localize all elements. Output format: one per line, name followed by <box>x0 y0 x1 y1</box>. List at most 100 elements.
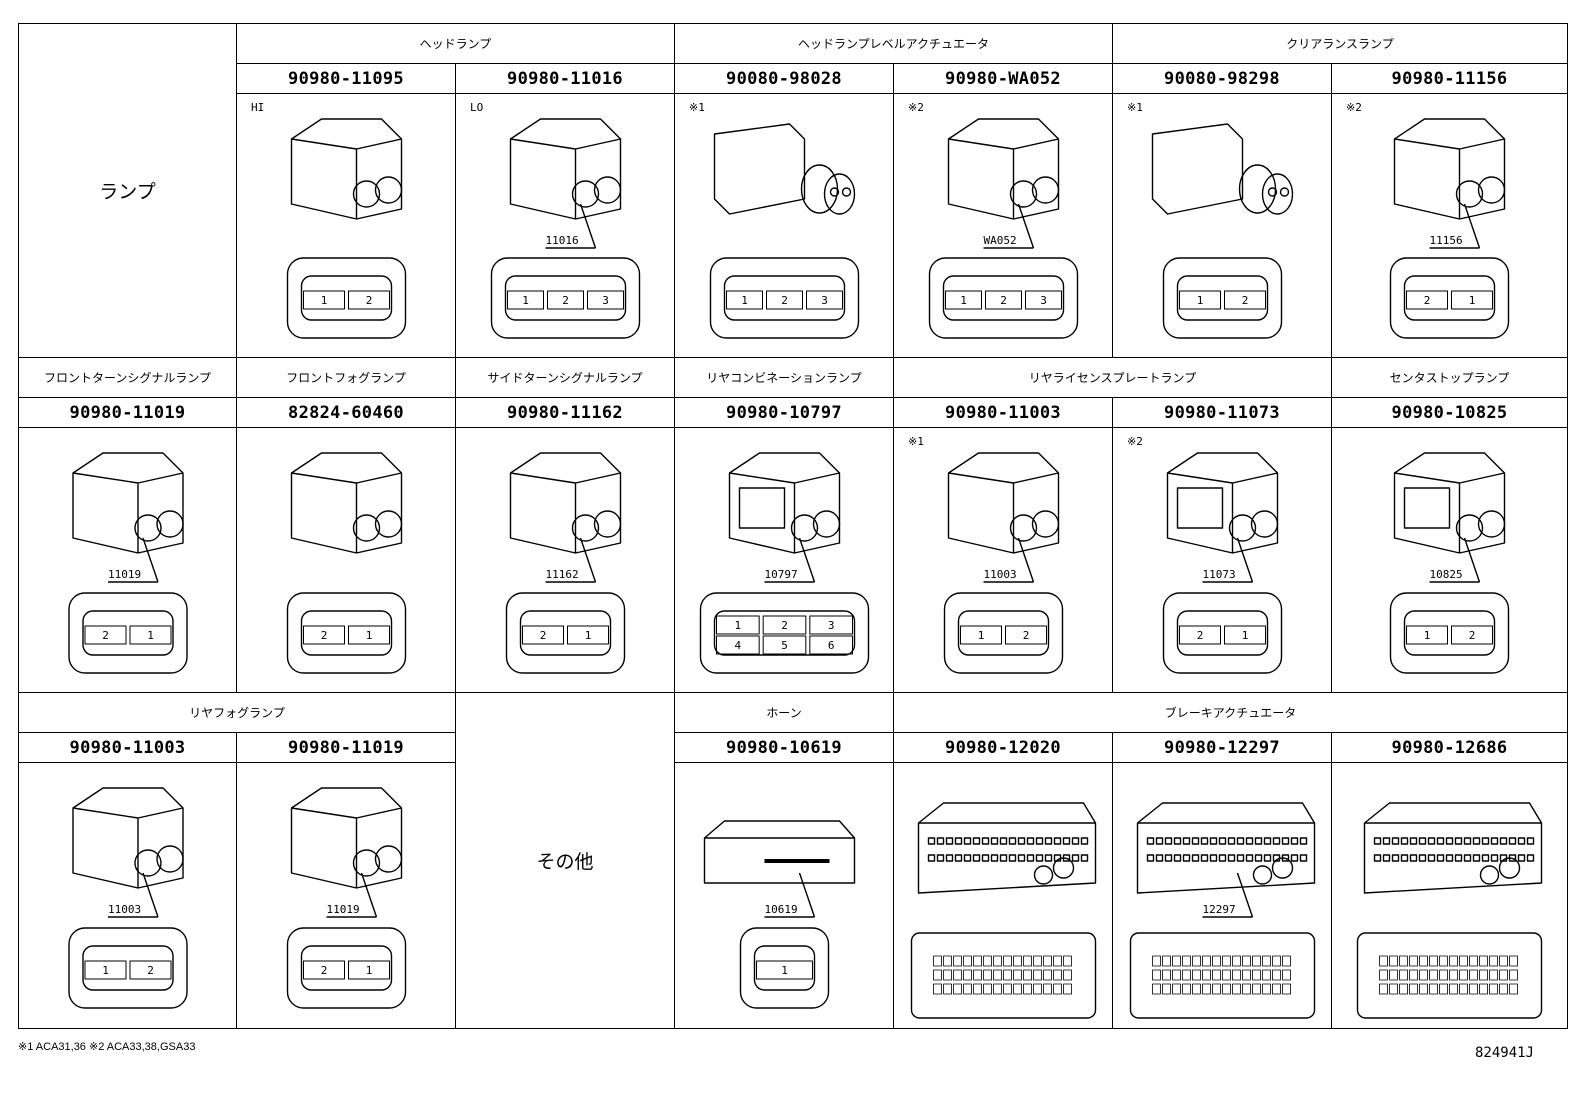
pin-number: 2 <box>147 964 154 977</box>
pin-number: 1 <box>1197 294 1204 307</box>
part-number-rear-fog-11003: 90980-11003 <box>19 733 237 763</box>
pin-number: 1 <box>102 964 109 977</box>
pin-number: 1 <box>522 294 529 307</box>
connector-cell-11156: ※2 11156 2 1 <box>1332 94 1567 358</box>
connector-cell-rear-fog-11003: 11003 1 2 <box>19 763 237 1028</box>
variant-note: ※2 <box>908 101 924 114</box>
variant-note: ※1 <box>689 101 705 114</box>
part-number-10619: 90980-10619 <box>675 733 894 763</box>
group-side-turn: サイドターンシグナルランプ <box>456 358 675 398</box>
part-ref-label: 12297 <box>1203 903 1236 916</box>
group-leveling: ヘッドランプレベルアクチュエータ <box>675 24 1113 64</box>
connector-cell-11162: 11162 2 1 <box>456 428 675 693</box>
connector-cell-12020 <box>894 763 1113 1028</box>
variant-note: ※2 <box>1346 101 1362 114</box>
part-ref-label: 11003 <box>108 903 141 916</box>
connector-cell-10619: 10619 1 <box>675 763 894 1028</box>
part-ref-label: 10619 <box>765 903 798 916</box>
pin-number: 2 <box>781 294 788 307</box>
part-number-11156: 90980-11156 <box>1332 64 1567 94</box>
connector-cell-12297: 12297 <box>1113 763 1332 1028</box>
part-ref-label: 11156 <box>1430 234 1463 247</box>
pin-number: 3 <box>602 294 609 307</box>
row-label-lamp: ランプ <box>19 24 237 358</box>
part-number-10797: 90980-10797 <box>675 398 894 428</box>
connector-cell-98298: ※1 1 2 <box>1113 94 1332 358</box>
connector-drawing <box>910 802 1097 1019</box>
part-number-front-turn-11019: 90980-11019 <box>19 398 237 428</box>
variant-note: LO <box>470 101 484 114</box>
connector-cell-12686 <box>1332 763 1567 1028</box>
pin-number: 1 <box>741 294 748 307</box>
pin-number: 1 <box>735 619 742 632</box>
connector-drawing: 11003 1 2 <box>68 787 188 1009</box>
pin-number: 2 <box>1000 294 1007 307</box>
group-headlamp: ヘッドランプ <box>237 24 675 64</box>
part-number-98298: 90080-98298 <box>1113 64 1332 94</box>
part-number-rear-fog-11019: 90980-11019 <box>237 733 456 763</box>
pin-number: 2 <box>1469 629 1476 642</box>
footnote: ※1 ACA31,36 ※2 ACA33,38,GSA33 <box>18 1041 196 1053</box>
part-number-10825: 90980-10825 <box>1332 398 1567 428</box>
pin-number: 1 <box>960 294 967 307</box>
part-number-60460: 82824-60460 <box>237 398 456 428</box>
pin-number: 2 <box>366 294 373 307</box>
pin-number: 2 <box>321 629 328 642</box>
group-horn: ホーン <box>675 693 894 733</box>
group-rear-fog: リヤフォグランプ <box>19 693 456 733</box>
part-ref-label: 11162 <box>546 568 579 581</box>
part-ref-label: 11019 <box>108 568 141 581</box>
part-ref-label: 11003 <box>984 568 1017 581</box>
group-brake: ブレーキアクチュエータ <box>894 693 1567 733</box>
group-front-fog: フロントフォグランプ <box>237 358 456 398</box>
pin-number: 3 <box>828 619 835 632</box>
group-license: リヤライセンスプレートランプ <box>894 358 1332 398</box>
pin-number: 1 <box>1469 294 1476 307</box>
pin-number: 2 <box>540 629 547 642</box>
pin-number: 1 <box>585 629 592 642</box>
group-front-turn: フロントターンシグナルランプ <box>19 358 237 398</box>
connector-drawing: 11156 2 1 <box>1389 118 1510 339</box>
part-number-license-11003: 90980-11003 <box>894 398 1113 428</box>
pin-number: 1 <box>147 629 154 642</box>
pin-number: 2 <box>1197 629 1204 642</box>
pin-number: 1 <box>781 964 788 977</box>
pin-number: 1 <box>366 629 373 642</box>
pin-number: 1 <box>1242 629 1249 642</box>
part-number-11073: 90980-11073 <box>1113 398 1332 428</box>
row-label-other: その他 <box>456 693 675 1028</box>
pin-number: 2 <box>781 619 788 632</box>
part-number-wa052: 90980-WA052 <box>894 64 1113 94</box>
part-ref-label: 10825 <box>1430 568 1463 581</box>
connector-drawing: 10619 1 <box>703 820 856 1009</box>
variant-note: ※1 <box>1127 101 1143 114</box>
pin-number: 1 <box>321 294 328 307</box>
pin-number: 3 <box>1040 294 1047 307</box>
variant-note: ※1 <box>908 435 924 448</box>
part-number-12297: 90980-12297 <box>1113 733 1332 763</box>
pin-number: 1 <box>978 629 985 642</box>
document-number: 824941J <box>1474 1045 1534 1061</box>
pin-number: 5 <box>781 639 788 652</box>
pin-number: 1 <box>366 964 373 977</box>
group-clearance: クリアランスランプ <box>1113 24 1567 64</box>
variant-note: HI <box>251 101 265 114</box>
pin-number: 2 <box>1424 294 1431 307</box>
pin-number: 2 <box>1242 294 1249 307</box>
part-number-12020: 90980-12020 <box>894 733 1113 763</box>
pin-number: 2 <box>102 629 109 642</box>
connector-drawing <box>1356 802 1543 1019</box>
connector-drawing: 11162 2 1 <box>505 452 626 674</box>
